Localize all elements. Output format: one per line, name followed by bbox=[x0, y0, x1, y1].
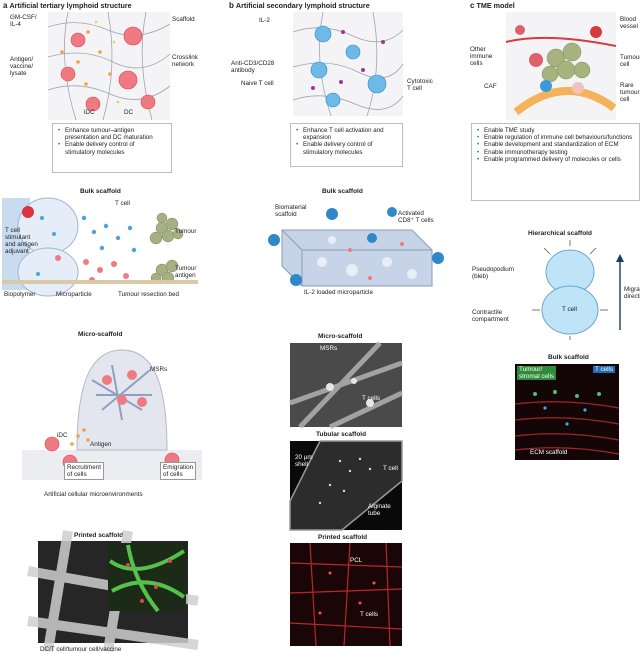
b-printed-image bbox=[289, 542, 403, 647]
b-bulk-caption: IL-2 loaded microparticle bbox=[304, 289, 373, 296]
label-recruitment: Recruitment of cells bbox=[64, 462, 104, 480]
label-idc: iDC bbox=[84, 109, 95, 116]
b-tubular-title: Tubular scaffold bbox=[316, 431, 367, 438]
label-antigen: Antigen/ vaccine/ lysate bbox=[10, 56, 34, 77]
bullet-item: Enhance T cell activation and expansion bbox=[296, 127, 397, 141]
panel-a-schematic bbox=[47, 11, 171, 121]
panel-a-bullets: Enhance tumour–antigen presentation and … bbox=[52, 123, 172, 173]
label-biomaterial: Biomaterial scaffold bbox=[275, 204, 307, 218]
bullet-item: Enable regulation of immune cell behavio… bbox=[477, 134, 634, 141]
a-micro-title: Micro-scaffold bbox=[78, 331, 123, 338]
label-activated: Activated CD8⁺ T cells bbox=[398, 210, 434, 224]
panel-b-bullets: Enhance T cell activation and expansion … bbox=[290, 123, 403, 167]
label-crosslink: Crosslink network bbox=[172, 54, 198, 68]
label-pcl: PCL bbox=[350, 557, 363, 564]
label-migration: Migration direction bbox=[624, 286, 640, 300]
label-c-tcell: T cell bbox=[562, 306, 577, 313]
label-tumour-cell: Tumour cell bbox=[620, 54, 640, 68]
label-caf: CAF bbox=[484, 83, 497, 90]
a-bulk-title: Bulk scaffold bbox=[80, 188, 121, 195]
label-tcell-stimulant: T cell stimulant and antigen adjuvant bbox=[5, 227, 38, 255]
label-microparticle: Microparticle bbox=[56, 291, 92, 298]
label-blood-vessel: Blood vessel bbox=[620, 16, 638, 30]
bullet-item: Enable development and standardization o… bbox=[477, 141, 634, 148]
c-bulk-title: Bulk scaffold bbox=[548, 354, 589, 361]
label-ecm: ECM scaffold bbox=[530, 449, 568, 456]
label-b-tcell: T cell bbox=[383, 465, 398, 472]
label-biopolymer: Biopolymer bbox=[4, 291, 36, 298]
bullet-item: Enable TME study bbox=[477, 127, 634, 134]
a-printed-title: Printed scaffold bbox=[74, 532, 124, 539]
label-shell: 20 µm shell bbox=[295, 454, 313, 468]
label-other-immune: Other immune cells bbox=[470, 46, 493, 67]
label-micro-idc: iDC bbox=[57, 432, 68, 439]
label-b-printed-tcells: T cells bbox=[360, 611, 379, 618]
a-micro-illustration bbox=[22, 349, 202, 480]
b-bulk-illustration bbox=[268, 207, 444, 287]
label-b-msrs: MSRs bbox=[320, 345, 338, 352]
bullet-item: Enable delivery control of stimulatory m… bbox=[58, 141, 166, 155]
b-tubular-image bbox=[289, 440, 403, 531]
b-micro-title: Micro-scaffold bbox=[318, 333, 363, 340]
bullet-item: Enhance tumour–antigen presentation and … bbox=[58, 127, 166, 141]
label-c-tcells: T cells bbox=[593, 366, 616, 373]
b-bulk-title: Bulk scaffold bbox=[322, 188, 363, 195]
c-bulk-image bbox=[514, 364, 620, 460]
a-printed-caption: DC/T cell/tumour cell/vaccine bbox=[40, 646, 122, 653]
label-tcell: T cell bbox=[115, 200, 130, 207]
label-b-tcells: T cells bbox=[362, 395, 381, 402]
label-rare-tumour: Rare tumour cell bbox=[620, 82, 640, 103]
label-gmcsf: GM-CSF/ IL-4 bbox=[10, 14, 37, 28]
b-printed-title: Printed scaffold bbox=[318, 534, 368, 541]
bullet-item: Enable delivery control of stimulatory m… bbox=[296, 141, 397, 155]
label-scaffold: Scaffold bbox=[172, 16, 195, 23]
label-contractile: Contractile compartment bbox=[472, 309, 509, 323]
label-msrs: MSRs bbox=[150, 366, 168, 373]
label-dc: DC bbox=[124, 109, 134, 116]
label-pseudopodium: Pseudopodium (bleb) bbox=[472, 266, 515, 280]
c-hier-illustration bbox=[532, 240, 624, 340]
label-cytotoxic: Cytotoxic T cell bbox=[407, 78, 433, 92]
panel-b-schematic bbox=[292, 11, 404, 117]
label-tumour-antigen: Tumour antigen bbox=[175, 265, 197, 279]
label-resection-bed: Tumour resection bed bbox=[118, 291, 180, 298]
label-il2: IL-2 bbox=[259, 17, 270, 24]
a-bulk-illustration bbox=[2, 197, 198, 297]
label-tumour: Tumour bbox=[175, 228, 197, 235]
c-hier-title: Hierarchical scaffold bbox=[528, 230, 592, 237]
label-micro-antigen: Antigen bbox=[90, 441, 112, 448]
a-micro-caption: Artificial cellular microenvironments bbox=[44, 491, 143, 498]
label-naive: Naive T cell bbox=[241, 80, 274, 87]
a-printed-image bbox=[27, 530, 199, 652]
panel-c-bullets: Enable TME study Enable regulation of im… bbox=[471, 123, 640, 201]
label-anticd: Anti-CD3/CD28 antibody bbox=[231, 60, 275, 74]
bullet-item: Enable immunotherapy testing bbox=[477, 149, 634, 156]
panel-c-schematic bbox=[505, 12, 617, 120]
label-emigration: Emigration of cells bbox=[160, 462, 197, 480]
bullet-item: Enable programmed delivery of molecules … bbox=[477, 156, 634, 163]
label-alginate: Alginate tube bbox=[368, 503, 391, 517]
label-tumour-stromal: Tumour/ stromal cells bbox=[517, 366, 556, 380]
b-micro-image bbox=[289, 341, 404, 430]
